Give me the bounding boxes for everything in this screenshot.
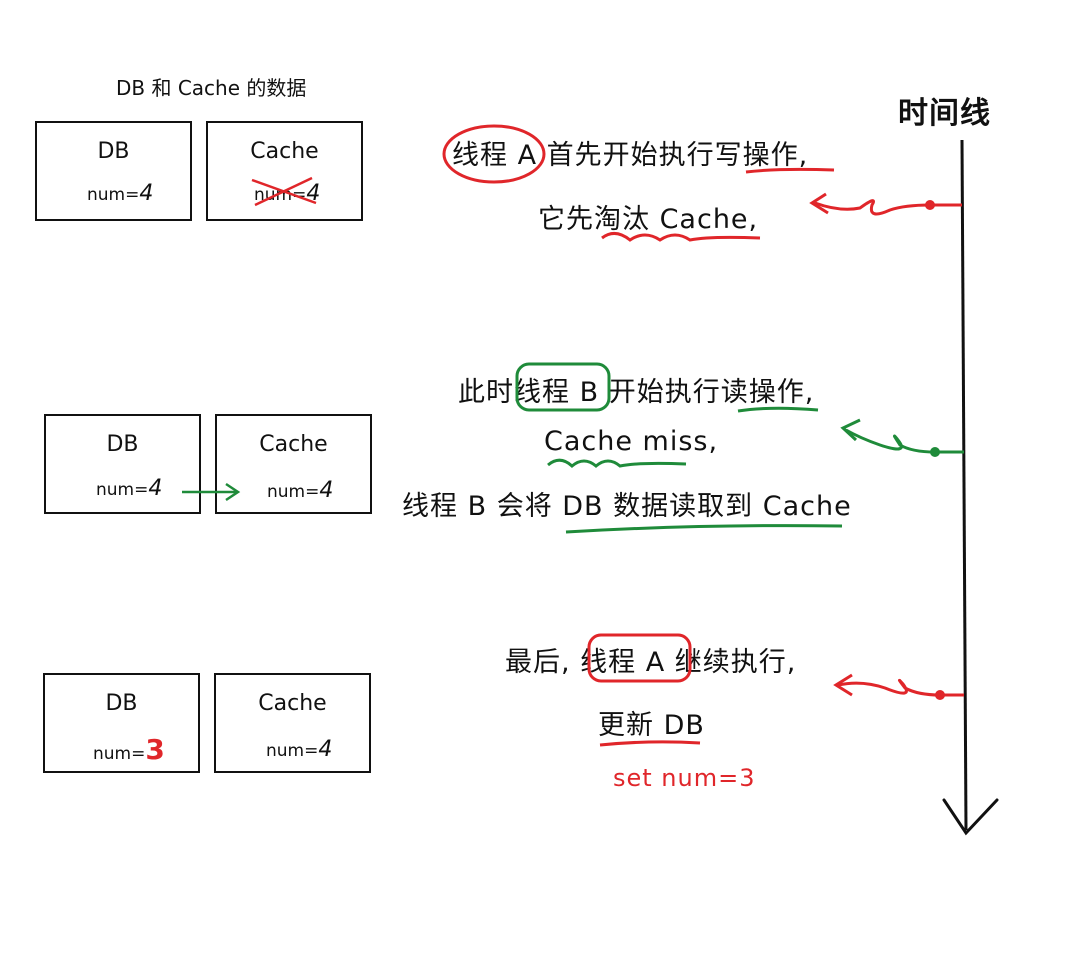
underline-write-op (745, 167, 835, 174)
step-2-connector (845, 428, 964, 454)
step-2-line-2: Cache miss, (544, 426, 719, 457)
db-value-number: 4 (148, 476, 163, 501)
cache-box-2: Cache num=4 (215, 414, 372, 514)
thread-a-circle-1 (442, 124, 546, 184)
cache-value-number: 4 (318, 737, 333, 762)
timeline-arrowhead (942, 798, 999, 836)
step-2-line-3: 线程 B 会将 DB 数据读取到 Cache (402, 491, 852, 522)
db-value-prefix: num= (93, 744, 146, 764)
db-value: num=3 (93, 733, 165, 766)
cache-value: num=4 (266, 737, 332, 762)
step-3-line-2: 更新 DB (598, 710, 705, 741)
thread-b-box (515, 362, 611, 412)
db-box-1: DB num=4 (35, 121, 192, 221)
step-3-dot (935, 690, 945, 700)
cache-value-prefix: num= (266, 741, 319, 761)
db-box-3: DB num=3 (43, 673, 200, 773)
underline-load-db (565, 524, 843, 534)
load-arrow-head (225, 482, 241, 502)
underline-update-db (599, 740, 701, 747)
cache-value-number: 4 (319, 478, 334, 503)
step-2-arrowhead (840, 418, 861, 442)
cache-value: num=4 (267, 478, 333, 503)
thread-a-box-2 (587, 633, 692, 683)
diagram-title: DB 和 Cache 的数据 (116, 76, 307, 100)
db-value-prefix: num= (96, 480, 149, 500)
cache-box-1: Cache num=4 (206, 121, 363, 221)
timeline-axis (960, 139, 968, 831)
db-box-title: DB (106, 432, 139, 457)
underline-read-op (737, 406, 819, 413)
step-1-connector (814, 199, 962, 216)
cache-box-title: Cache (250, 139, 319, 164)
cache-box-3: Cache num=4 (214, 673, 371, 773)
db-value-prefix: num= (87, 185, 140, 205)
db-value: num=4 (87, 181, 153, 206)
db-box-2: DB num=4 (44, 414, 201, 514)
step-1-line-2: 它先淘汰 Cache, (538, 204, 759, 235)
step-1-line-1: 线程 A 首先开始执行写操作, (452, 140, 809, 171)
db-box-title: DB (105, 691, 138, 716)
step-3-arrowhead (833, 673, 853, 697)
underline-cache-miss (547, 458, 687, 468)
cache-value-prefix: num= (267, 482, 320, 502)
step-3-connector (837, 678, 964, 697)
step-1-arrowhead (809, 192, 829, 215)
db-value-number: 4 (139, 181, 154, 206)
cache-box-title: Cache (258, 691, 327, 716)
step-3-note: set num=3 (613, 764, 756, 792)
timeline-label: 时间线 (898, 96, 991, 131)
step-1-dot (925, 200, 935, 210)
db-value: num=4 (96, 476, 162, 501)
cache-evict-cross-2 (254, 176, 313, 207)
db-box-title: DB (97, 139, 130, 164)
step-2-dot (930, 447, 940, 457)
cache-box-title: Cache (259, 432, 328, 457)
underline-evict-cache (601, 232, 761, 242)
step-3-line-1: 最后, 线程 A 继续执行, (505, 647, 797, 678)
db-value-number-updated: 3 (145, 733, 165, 766)
